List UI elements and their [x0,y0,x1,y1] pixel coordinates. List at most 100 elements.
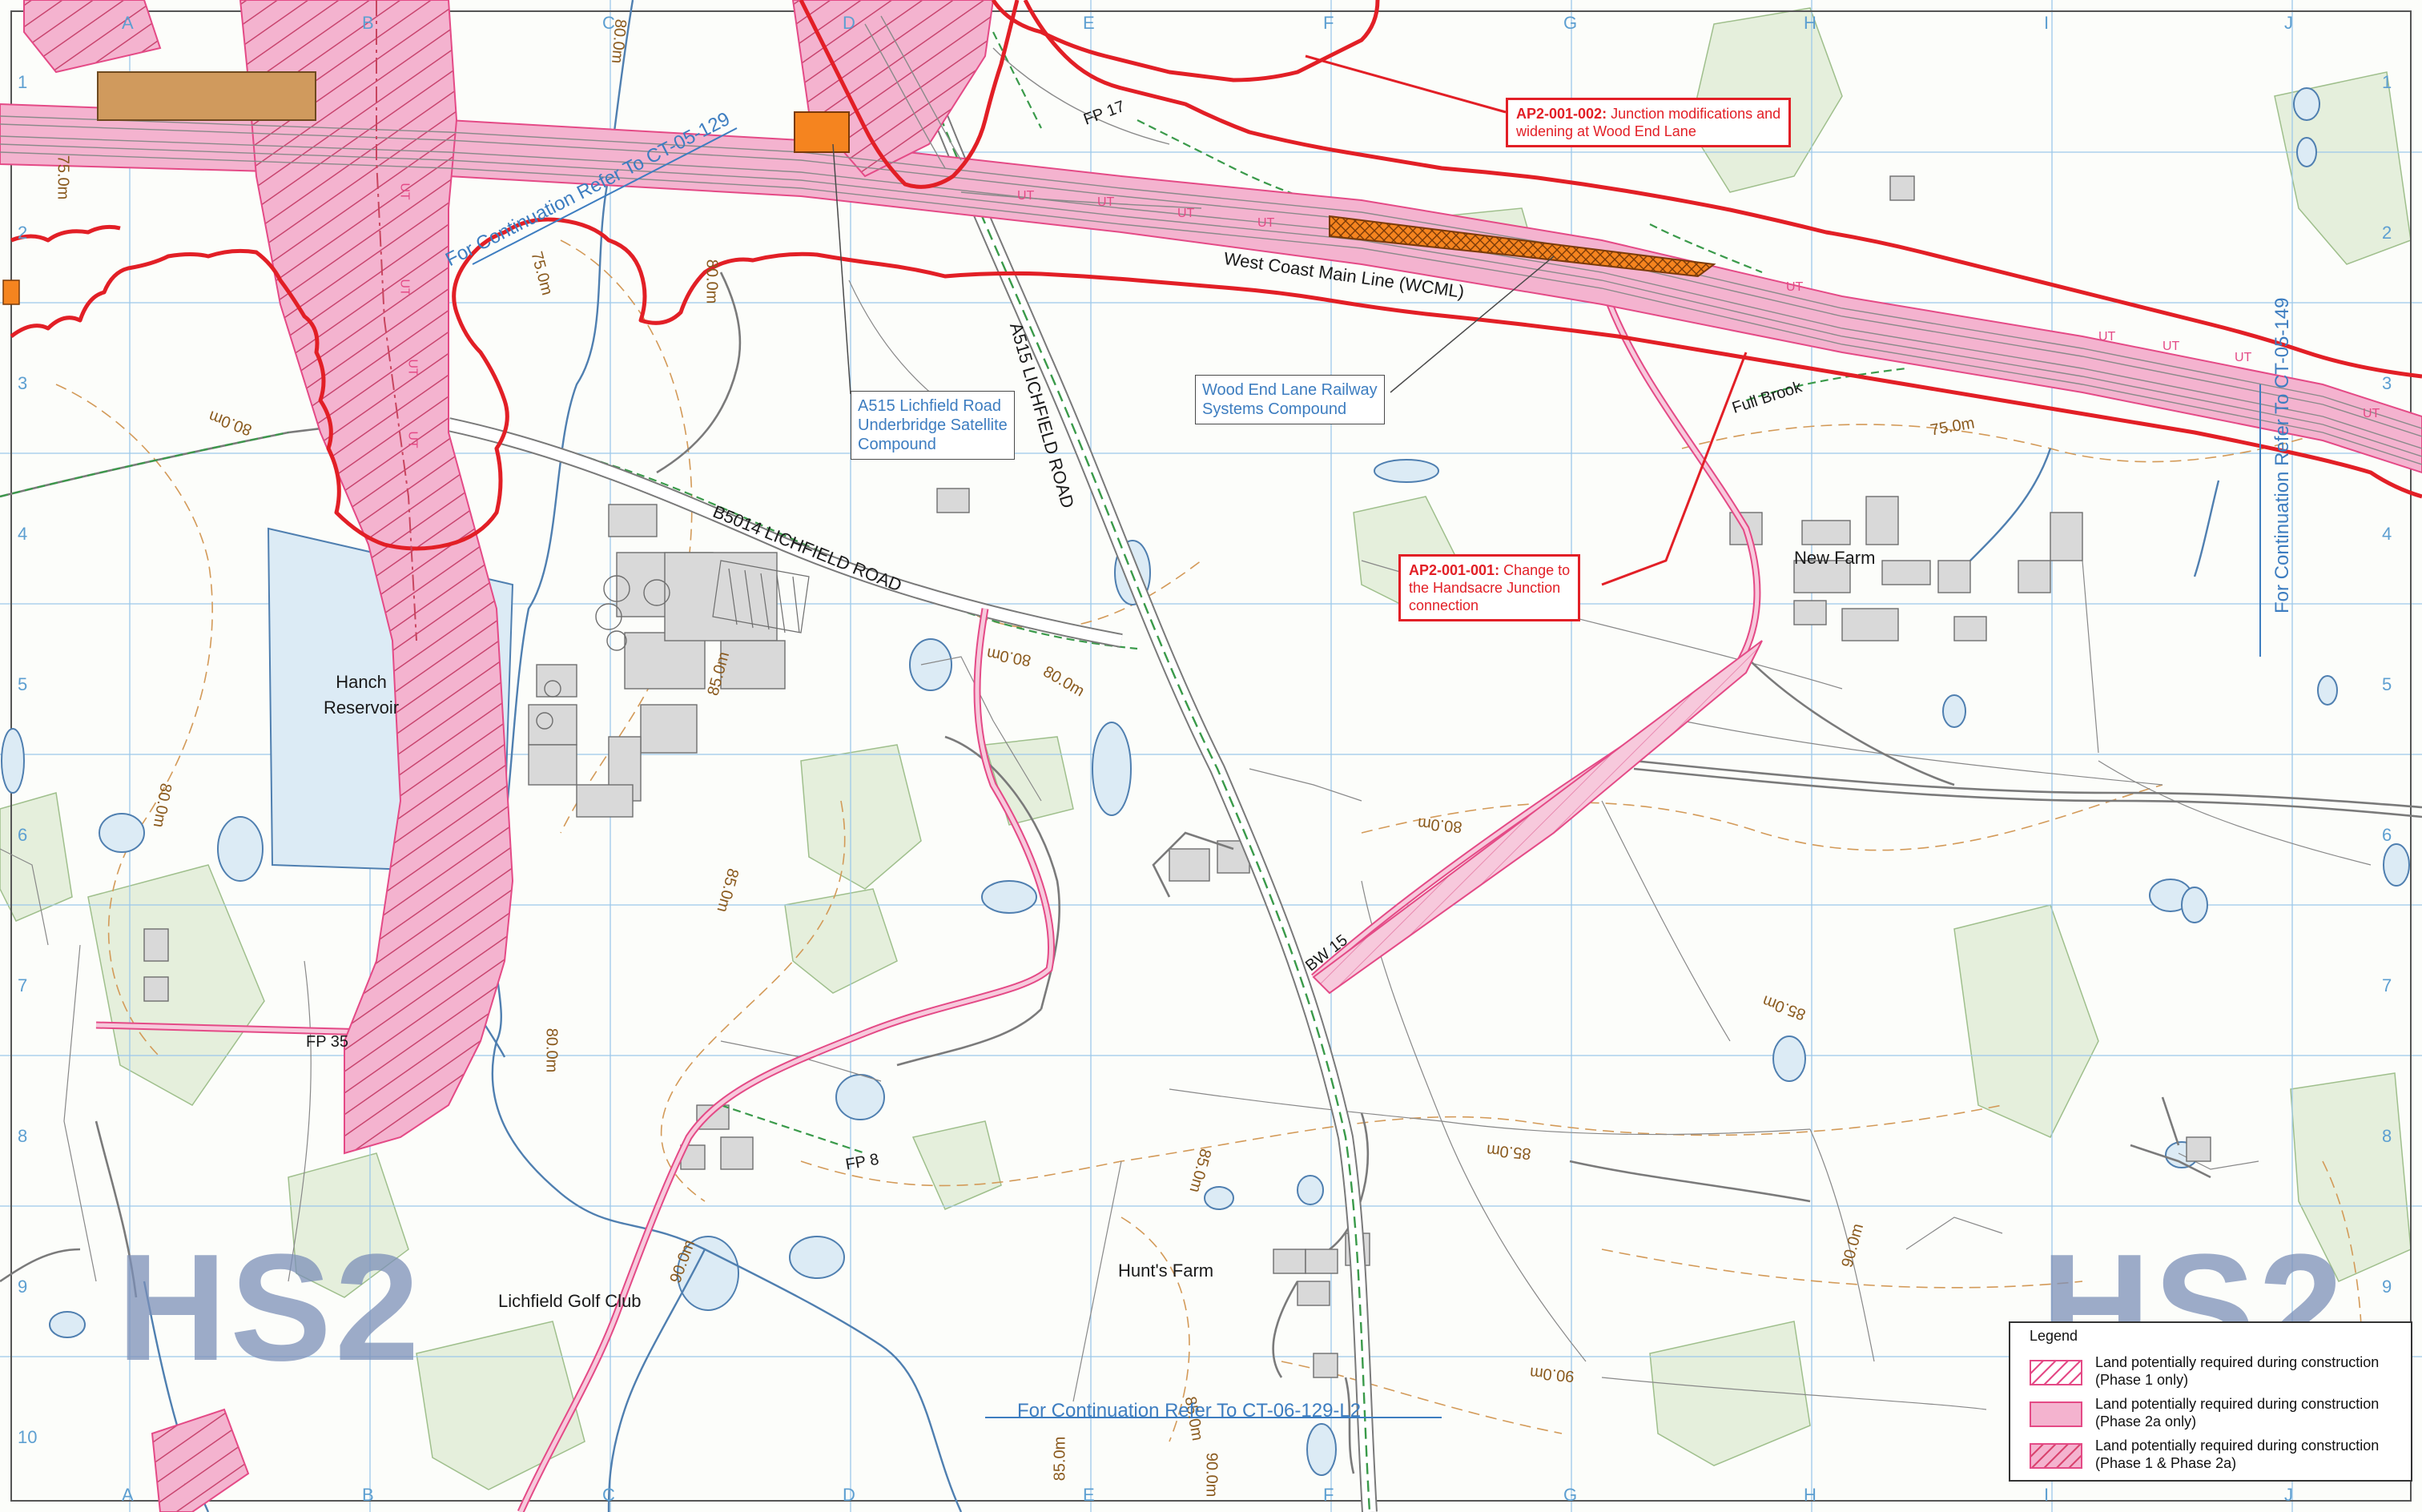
new-farm-label: New Farm [1794,548,1876,568]
b5014-road [447,417,1123,648]
wood-end-lane-compound-note: Wood End Lane Railway Systems Compound [1195,375,1385,424]
grid-letter-top: G [1563,13,1578,33]
grid-letter-top: E [1083,13,1095,33]
legend-swatch-phase1-2a [2030,1443,2082,1469]
grid-number-right: 6 [2382,825,2392,845]
compound-edge-left [2,279,20,305]
continuation-note-bottom: For Continuation Refer To CT-06-129-L2 [1017,1400,1362,1422]
grid-letter-bottom: A [122,1485,134,1505]
ut-label: UT [1786,280,1804,294]
grid-number-left: 5 [18,674,28,694]
works-filter-beds [712,560,810,633]
a515-satellite-compound [794,111,850,153]
callout-ap2-001-001: AP2-001-001: Change to the Handsacre Jun… [1398,554,1581,621]
grid-number-left: 8 [18,1126,28,1146]
grid-number-left: 9 [18,1277,28,1297]
grid-letter-bottom: H [1804,1485,1816,1505]
works-tanks [536,575,670,730]
hanch-reservoir-label: Hanch Reservoir [324,672,400,718]
grid-letter-top: H [1804,13,1816,33]
callout-leaders [1305,54,1748,586]
phase1-2a-top-left-area [23,0,162,74]
buildings [143,175,2211,1378]
grid-number-left: 3 [18,373,28,393]
callout-code: AP2-001-001: [1409,562,1500,578]
grid-letter-top: J [2284,13,2293,33]
contour-label: 80.0m [1417,814,1463,836]
grid-letter-bottom: F [1323,1485,1334,1505]
grid-letter-top: D [843,13,855,33]
callout-text: Change to the Handsacre Junction connect… [1409,562,1571,613]
callout-ap2-001-002: AP2-001-002: Junction modifications and … [1506,98,1792,147]
rail-tracks [0,15,2422,465]
ut-label: UT [2162,340,2180,353]
grid-letter-top: I [2044,13,2050,33]
grid-number-right: 1 [2382,72,2392,92]
continuation-lines [472,127,2261,1418]
lichfield-golf-club-label: Lichfield Golf Club [498,1291,642,1311]
legend-label: Land potentially required during constru… [2095,1396,2380,1430]
grid-letter-bottom: G [1563,1485,1578,1505]
ut-label: UT [2098,330,2116,344]
grid-letter-bottom: J [2284,1485,2293,1505]
grid-number-left: 4 [18,524,28,544]
grid-number-left: 10 [18,1427,38,1447]
ut-label: UT [405,359,420,376]
contour-label: 90.0m [1529,1363,1575,1385]
legend-label: Land potentially required during constru… [2095,1354,2380,1388]
contour-label: 90.0m [1202,1452,1221,1498]
legend-title: Legend [2030,1328,2078,1344]
grid-letter-bottom: D [843,1485,855,1505]
ut-label: UT [1177,207,1195,220]
phase1-2a-hs2-corridor [239,0,514,1155]
note-leaders [832,143,1555,395]
phase1-2a-south-corridor [151,1408,250,1512]
ut-label: UT [405,431,420,448]
grid-number-left: 6 [18,825,28,845]
legend-swatch-phase1 [2030,1360,2082,1385]
ut-label: UT [1017,189,1035,203]
callout-text: Junction modifications and widening at W… [1516,106,1781,139]
legend-label: Land potentially required during constru… [2095,1438,2380,1471]
grid-number-left: 1 [18,72,28,92]
contour-label: 80.0m [607,18,630,65]
ut-label: UT [397,183,412,200]
legend-item-phase1: Land potentially required during constru… [2030,1353,2406,1395]
compound-top-left [97,71,316,121]
hs2-watermark: HS2 [117,1223,423,1393]
wood-end-lane-compound [1329,215,1716,278]
contour-label: 85.0m [1051,1436,1069,1482]
phase2a-mainline-corridor [0,103,2422,474]
grid-number-left: 7 [18,975,28,995]
grid-number-right: 4 [2382,524,2392,544]
contour-label: 75.0m [54,155,72,200]
grid-letter-bottom: E [1083,1485,1095,1505]
contour-label: 85.0m [1486,1140,1532,1163]
grid-number-right: 9 [2382,1277,2392,1297]
contour-label: 80.0m [702,259,721,304]
contour-label: 80.0m [542,1027,561,1073]
hunts-farm-label: Hunt's Farm [1118,1261,1214,1281]
a515-road [889,0,1378,1512]
legend-item-phase1-2a: Land potentially required during constru… [2030,1437,2406,1478]
grid-letter-bottom: I [2044,1485,2050,1505]
legend-panel: Legend Land potentially required during … [2009,1321,2412,1482]
ut-label: UT [2363,407,2380,420]
legend-swatch-phase2a [2030,1401,2082,1427]
hs2-centreline [376,0,417,641]
ut-label: UT [1257,216,1275,230]
grid-letter-top: F [1323,13,1334,33]
grid-number-right: 3 [2382,373,2392,393]
grid-number-right: 7 [2382,975,2392,995]
grid-number-right: 2 [2382,223,2392,243]
grid-letter-top: A [122,13,134,33]
grid-number-left: 2 [18,223,28,243]
grid-letter-bottom: B [362,1485,374,1505]
ut-label: UT [397,279,412,296]
ut-label: UT [1097,195,1115,209]
bw15-corridor [1312,640,1763,995]
grid-letter-top: C [602,13,615,33]
ut-label: UT [2235,351,2252,364]
